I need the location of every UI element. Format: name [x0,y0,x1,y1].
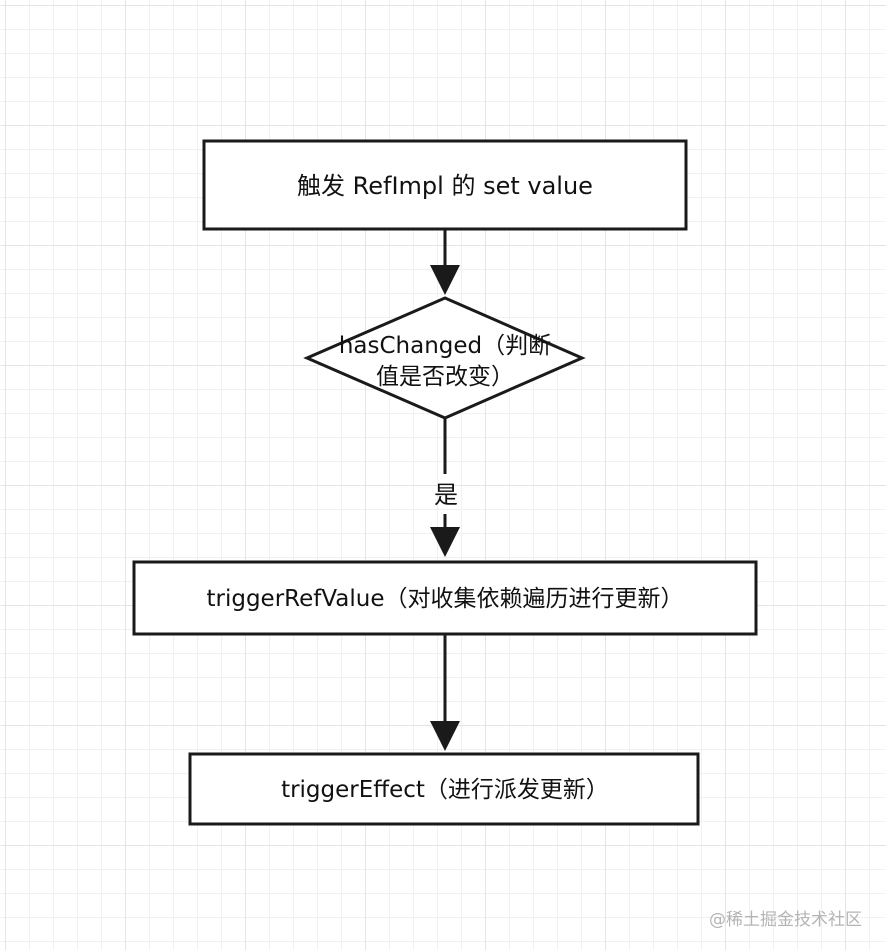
trigger-ref-node: triggerRefValue（对收集依赖遍历进行更新） [132,560,758,636]
trigger-effect-node-label: triggerEffect（进行派发更新） [281,777,609,803]
trigger-effect-node: triggerEffect（进行派发更新） [188,752,700,826]
watermark: @稀土掘金技术社区 [709,910,862,930]
edge-yes-label: 是 [434,481,458,509]
start-node: 触发 RefImpl 的 set value [202,139,688,231]
decision-label-line2: 值是否改变） [376,364,514,390]
trigger-ref-node-label: triggerRefValue（对收集依赖遍历进行更新） [206,586,683,612]
decision-node: hasChanged（判断 值是否改变） [303,296,586,420]
start-node-label: 触发 RefImpl 的 set value [297,172,593,200]
edge-decision-to-trigger-ref: 是 [430,418,460,557]
decision-label-line1: hasChanged（判断 [339,333,551,359]
